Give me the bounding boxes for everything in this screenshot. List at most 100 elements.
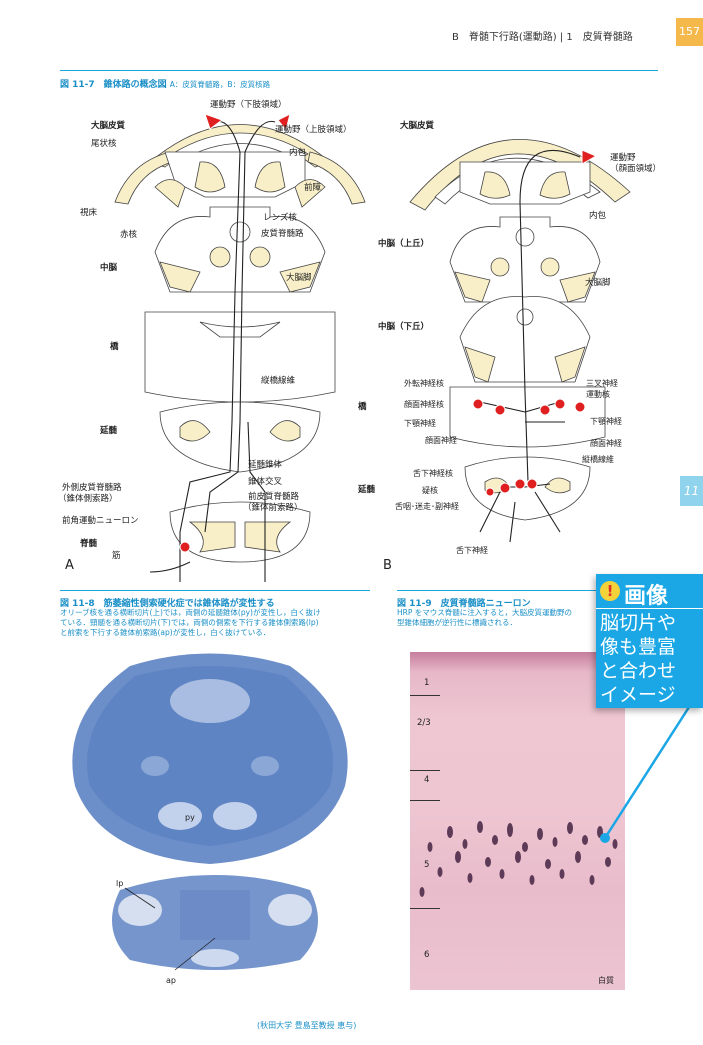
cortex-left-a [115, 152, 172, 204]
label-hypoglossal-nucleus: 舌下神経核 [413, 468, 453, 479]
cortex-histology-image [410, 652, 625, 990]
label-midbrain-inf: 中脳（下丘） [378, 320, 429, 332]
label-spinal-cord: 脊髄 [80, 537, 97, 549]
label-motor-lower: 運動野（下肢領域） [210, 98, 287, 110]
fig8-credit: (秋田大学 豊島至教授 恵与) [257, 1020, 356, 1031]
pyramid-left [158, 802, 202, 830]
aqueduct-a [230, 222, 250, 242]
label-abducens-nerve: 下顎神経 [404, 418, 436, 429]
label-ap: ap [166, 976, 176, 985]
fig8-body-line: と前索を下行する錐体前索路(ap)が変性し，白く抜けている． [60, 628, 320, 638]
label-pontine-fibers-a: 縦橋線維 [261, 374, 295, 386]
label-midbrain-sup: 中脳（上丘） [378, 237, 429, 249]
callout-pointer [600, 690, 703, 870]
pyramidal-tract-diagram [60, 92, 658, 592]
label-midbrain-a: 中脳 [100, 261, 117, 273]
layer-label: 6 [424, 950, 429, 960]
chapter-tab: 11 [680, 476, 703, 506]
label-glossopharyngeal: 舌咽･迷走･副神経 [395, 501, 459, 512]
callout-line: 脳切片や [600, 611, 676, 635]
label-facial-nerve: 顔面神経 [425, 435, 457, 446]
callout-divider [596, 608, 703, 609]
label-cerebral-cortex-a: 大脳皮質 [91, 119, 125, 131]
layer-divider [410, 908, 440, 909]
label-thalamus: 視床 [80, 206, 97, 218]
pyramid-right [213, 802, 257, 830]
layer-label: 4 [424, 775, 429, 785]
label-medulla-a: 延髄 [100, 424, 117, 436]
histology-overlay [410, 652, 625, 990]
panel-letter-a: A [65, 558, 74, 573]
layer-label: 5 [424, 860, 429, 870]
facial-nucleus-dot [495, 405, 505, 415]
fig8-body-line: オリーブ核を通る横断切片(上)では，両側の延髄錐体(py)が変性し，白く抜け [60, 608, 320, 618]
label-abducens-nucleus: 外転神経核 [404, 378, 444, 389]
callout-line: イメージ [600, 683, 676, 707]
label-cerebral-peduncle-a: 大脳脚 [286, 271, 312, 283]
callout-line: と合わせ [600, 659, 676, 683]
leader-lines-fig8 [115, 880, 235, 980]
layer-label: 2/3 [417, 718, 431, 728]
fig8-rule [60, 590, 370, 591]
label-motor-face-2: （顔面領域） [610, 162, 661, 174]
panel-letter-b: B [383, 558, 392, 573]
label-internal-capsule-b: 内包 [589, 209, 606, 221]
fig9-body-line: 型錐体細胞が逆行性に標識される． [397, 618, 572, 628]
fig7-caption: 図 11-7 錐体路の概念図 A：皮質脊髄路，B：皮質核路 [60, 77, 270, 90]
label-cerebral-cortex-b: 大脳皮質 [400, 119, 434, 131]
label-muscle: 筋 [112, 549, 121, 561]
anterior-horn-neuron [180, 542, 190, 552]
label-lateral-tract-2: （錐体側索路） [58, 492, 118, 504]
label-ambiguus: 疑核 [422, 485, 438, 496]
cortex-right-a [308, 152, 365, 204]
caption-rule [60, 70, 658, 71]
page-number: 157 [676, 18, 703, 46]
callout-body: 脳切片や 像も豊富 と合わせ イメージ [600, 611, 676, 707]
label-lp: lp [116, 879, 123, 888]
label-pons-a: 橋 [110, 340, 119, 352]
label-white-matter: 白質 [598, 975, 614, 986]
layer-label: 1 [424, 678, 429, 688]
label-claustrum: 前障 [304, 181, 321, 193]
red-nucleus-a-right [250, 247, 270, 267]
label-red-nucleus: 赤核 [120, 228, 137, 240]
layer-divider [410, 800, 440, 801]
label-py: py [185, 813, 195, 822]
fig8-body: オリーブ核を通る横断切片(上)では，両側の延髄錐体(py)が変性し，白く抜け て… [60, 608, 320, 638]
label-decussation: 錐体交叉 [248, 475, 282, 487]
label-pyramid: 延髄錐体 [248, 458, 282, 470]
label-facial-nerve-r: 顔面神経 [590, 438, 622, 449]
label-corticospinal: 皮質脊髄路 [261, 227, 304, 239]
label-anterior-tract-2: （錐体前索路） [243, 501, 303, 513]
label-anterior-horn: 前角運動ニューロン [62, 514, 139, 526]
medulla-section-image [60, 646, 360, 870]
label-internal-capsule-a: 内包 [289, 146, 306, 158]
fig8-body-line: ている．頸髄を通る横断切片(下)では，両側の側索を下行する錐体側索路(lp) [60, 618, 320, 628]
label-trigeminal-1: 三叉神経 [586, 378, 618, 389]
running-title: B 脊髄下行路(運動路) | 1 皮質脊髄路 [452, 28, 633, 43]
label-motor-upper: 運動野（上肢領域） [275, 123, 352, 135]
fig7-subtitle: A：皮質脊髄路，B：皮質核路 [170, 80, 270, 89]
label-pons-b: 橋 [358, 400, 367, 412]
label-lentiform: レンズ核 [263, 211, 297, 223]
layer-divider [410, 695, 440, 696]
fig9-body-line: HRP をマウス脊髄に注入すると，大脳皮質運動野の [397, 608, 572, 618]
label-facial-nucleus: 顔面神経核 [404, 399, 444, 410]
hypoglossal-nucleus-dot [500, 483, 510, 493]
label-cerebral-peduncle-b: 大脳脚 [585, 276, 611, 288]
label-pontine-fibers-b: 縦橋線維 [582, 454, 614, 465]
callout-line: 像も豊富 [600, 635, 676, 659]
fig7-title: 図 11-7 錐体路の概念図 [60, 80, 167, 90]
label-caudate: 尾状核 [91, 137, 117, 149]
label-medulla-b: 延髄 [358, 483, 375, 495]
red-nucleus-a-left [210, 247, 230, 267]
label-mandibular: 下顎神経 [590, 416, 622, 427]
abducens-nucleus-dot [473, 399, 483, 409]
feature-callout: ! 画像 脳切片や 像も豊富 と合わせ イメージ [596, 574, 703, 708]
callout-title: 画像 [624, 578, 668, 610]
exclamation-icon: ! [600, 581, 620, 601]
label-trigeminal-2: 運動核 [586, 389, 610, 400]
layer-divider [410, 770, 440, 771]
fig9-body: HRP をマウス脊髄に注入すると，大脳皮質運動野の 型錐体細胞が逆行性に標識され… [397, 608, 572, 628]
label-hypoglossal-nerve: 舌下神経 [456, 545, 488, 556]
